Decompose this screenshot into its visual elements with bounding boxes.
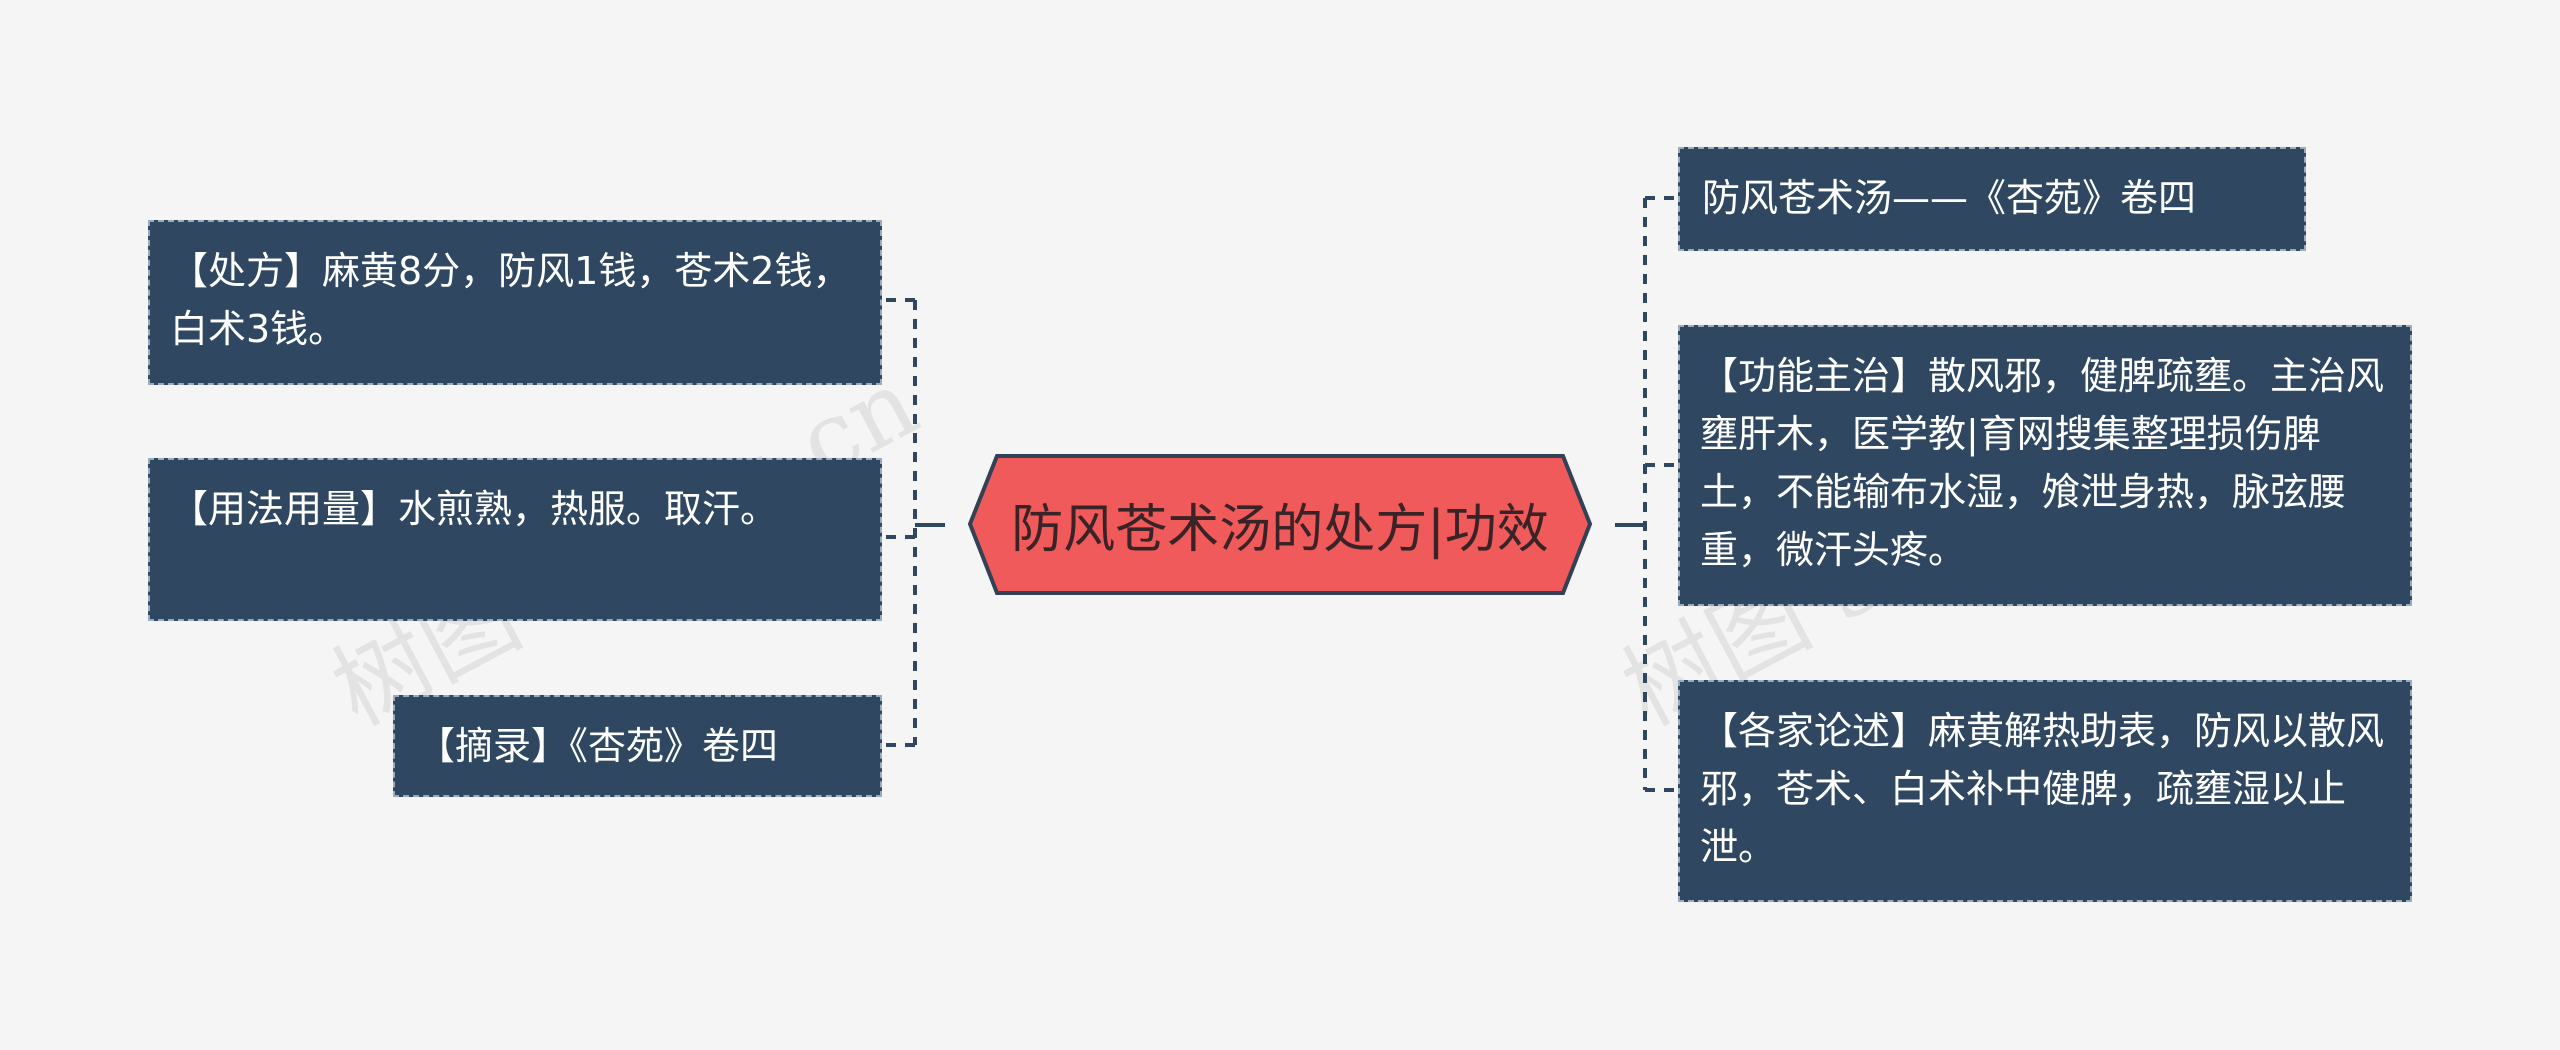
left-node-excerpt[interactable]: 【摘录】《杏苑》卷四: [393, 695, 882, 797]
left-node-prescription[interactable]: 【处方】麻黄8分，防风1钱，苍术2钱，白术3钱。: [148, 220, 882, 385]
right-node-source[interactable]: 防风苍术汤——《杏苑》卷四: [1678, 147, 2306, 251]
right-node-source-label: 防风苍术汤——《杏苑》卷四: [1702, 176, 2197, 220]
right-node-indications-label: 【功能主治】散风邪，健脾疏壅。主治风壅肝木，医学教|育网搜集整理损伤脾土，不能输…: [1700, 354, 2385, 572]
left-node-excerpt-label: 【摘录】《杏苑》卷四: [417, 724, 779, 768]
left-node-prescription-label: 【处方】麻黄8分，防风1钱，苍术2钱，白术3钱。: [170, 249, 851, 351]
central-topic-label: 防风苍术汤的处方|功效: [1011, 500, 1549, 560]
right-node-commentary-label: 【各家论述】麻黄解热助表，防风以散风邪，苍术、白术补中健脾，疏壅湿以止泄。: [1700, 709, 2385, 869]
right-node-commentary[interactable]: 【各家论述】麻黄解热助表，防风以散风邪，苍术、白术补中健脾，疏壅湿以止泄。: [1678, 680, 2412, 902]
left-node-usage-dosage-label: 【用法用量】水煎熟，热服。取汗。: [170, 487, 779, 531]
left-node-usage-dosage[interactable]: 【用法用量】水煎熟，热服。取汗。: [148, 458, 882, 621]
right-node-indications[interactable]: 【功能主治】散风邪，健脾疏壅。主治风壅肝木，医学教|育网搜集整理损伤脾土，不能输…: [1678, 325, 2412, 606]
central-topic[interactable]: 防风苍术汤的处方|功效: [945, 452, 1615, 597]
central-topic-shape: [967, 454, 1593, 595]
